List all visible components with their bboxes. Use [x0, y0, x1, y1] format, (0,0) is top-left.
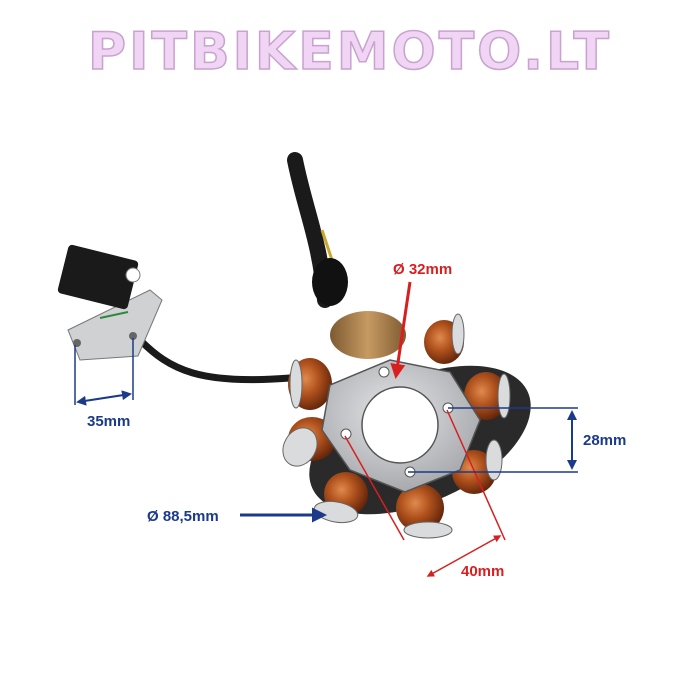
outer-diameter-label: Ø 88,5mm [147, 508, 219, 525]
pickup-spacing-label: 35mm [87, 413, 131, 430]
mount-spacing-label: 40mm [461, 563, 505, 580]
hole-offset-label: 28mm [583, 432, 627, 449]
dimension-annotations [74, 281, 578, 577]
inner-diameter-label: Ø 32mm [393, 261, 453, 278]
stator-image [282, 311, 531, 539]
watermark-text: PITBIKEMOTO.LT [87, 21, 612, 83]
pickup-sensor-image [57, 244, 163, 361]
cable-image [137, 152, 348, 384]
